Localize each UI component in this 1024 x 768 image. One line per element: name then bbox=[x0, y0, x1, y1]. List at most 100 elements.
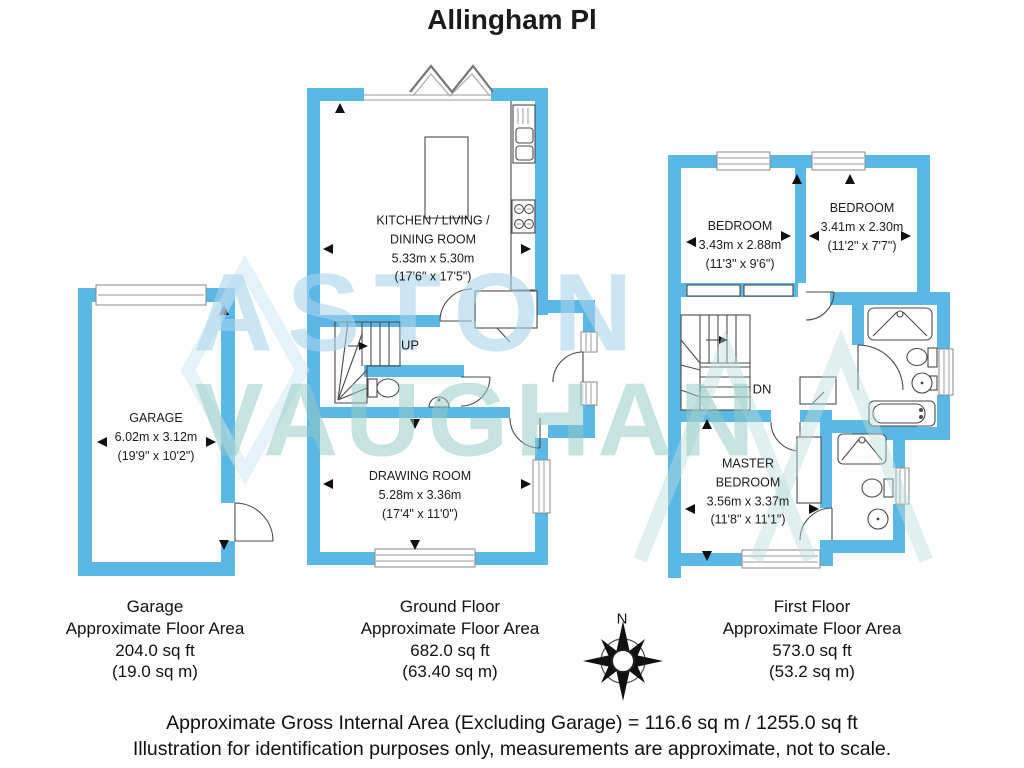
dim-arrow bbox=[219, 540, 229, 550]
bifold-door-zigzag bbox=[364, 64, 494, 101]
garage-side-door-arc bbox=[220, 502, 274, 542]
front-door-arc bbox=[552, 351, 584, 383]
ensuite-basin bbox=[867, 508, 889, 530]
room-dims-metric: 3.41m x 2.30m bbox=[820, 219, 904, 234]
room-name: BEDROOM bbox=[829, 200, 895, 215]
dim-arrow bbox=[809, 231, 819, 241]
room-dims-imperial: (11'8" x 11'1") bbox=[710, 512, 786, 527]
kitchen-sink bbox=[512, 104, 536, 164]
entrance-porch bbox=[474, 290, 538, 343]
dim-arrow bbox=[323, 244, 333, 254]
room-name: DRAWING ROOM bbox=[368, 468, 472, 483]
compass-rose-icon bbox=[583, 621, 663, 701]
area-sqm: (53.2 sq m) bbox=[769, 662, 855, 682]
master-wardrobe bbox=[796, 436, 822, 504]
window bbox=[716, 151, 771, 171]
dim-arrow bbox=[521, 479, 531, 489]
dim-arrow bbox=[792, 174, 802, 184]
gross-internal-area-text: Approximate Gross Internal Area (Excludi… bbox=[166, 712, 858, 734]
bathroom-door-arc bbox=[857, 344, 904, 391]
window bbox=[532, 459, 551, 514]
dim-arrow bbox=[781, 231, 791, 241]
room-dims-imperial: (11'2" x 7'7") bbox=[827, 238, 897, 253]
room-dims-metric: 5.28m x 3.36m bbox=[378, 487, 462, 502]
shower bbox=[867, 307, 933, 341]
garage-door bbox=[95, 284, 207, 306]
kitchen-island bbox=[424, 136, 469, 219]
window bbox=[811, 151, 866, 171]
area-summary-garage: Garage Approximate Floor Area 204.0 sq f… bbox=[66, 596, 245, 683]
room-dims-imperial: (17'4" x 11'0") bbox=[382, 506, 458, 521]
room-label-garage: GARAGE 6.02m x 3.12m (19'9" x 10'2") bbox=[115, 409, 198, 465]
room-dims-imperial: (17'6" x 17'5") bbox=[394, 269, 472, 284]
ensuite-shower bbox=[837, 433, 887, 465]
room-dims-metric: 3.43m x 2.88m bbox=[698, 237, 782, 252]
basin bbox=[911, 372, 938, 394]
dim-arrow bbox=[97, 437, 107, 447]
bedroom2-door-arc bbox=[805, 291, 835, 321]
area-sqm: (63.40 sq m) bbox=[402, 662, 498, 682]
room-dims-imperial: (19'9" x 10'2") bbox=[117, 448, 195, 463]
first-floor-plan bbox=[668, 151, 954, 578]
dim-arrow bbox=[410, 540, 420, 550]
room-name: BEDROOM bbox=[707, 218, 773, 233]
hob bbox=[511, 199, 536, 234]
area-label: Approximate Floor Area bbox=[65, 618, 245, 638]
kitchen-door-arc bbox=[439, 288, 473, 322]
window bbox=[580, 381, 598, 406]
room-dims-metric: 3.56m x 3.37m bbox=[706, 494, 790, 508]
room-label-kitchen: KITCHEN / LIVING / DINING ROOM 5.33m x 5… bbox=[376, 212, 489, 287]
area-name: Garage bbox=[126, 597, 184, 616]
staircase-down bbox=[680, 314, 751, 411]
area-name: First Floor bbox=[773, 597, 851, 616]
dim-arrow bbox=[335, 103, 345, 113]
dim-arrow bbox=[685, 504, 695, 514]
area-summary-ground-floor: Ground Floor Approximate Floor Area 682.… bbox=[361, 596, 540, 683]
wardrobe bbox=[686, 284, 794, 297]
page-title: Allingham Pl bbox=[427, 4, 597, 35]
dim-arrow bbox=[206, 437, 216, 447]
dim-arrow bbox=[702, 419, 712, 429]
dim-arrow bbox=[686, 237, 696, 247]
airing-cupboard bbox=[799, 376, 837, 405]
basin bbox=[428, 396, 450, 408]
window bbox=[580, 331, 598, 353]
stairs-down-label: DN bbox=[752, 381, 772, 397]
room-dims-imperial: (11'3" x 9'6") bbox=[705, 256, 775, 271]
staircase-up bbox=[334, 321, 401, 404]
area-label: Approximate Floor Area bbox=[360, 618, 540, 638]
area-sqft: 204.0 sq ft bbox=[115, 640, 195, 660]
dim-arrow bbox=[521, 244, 531, 254]
room-dims-metric: 5.33m x 5.30m bbox=[391, 251, 475, 265]
dim-arrow bbox=[901, 231, 911, 241]
area-sqft: 682.0 sq ft bbox=[410, 640, 490, 660]
room-label-bedroom1: BEDROOM 3.43m x 2.88m (11'3" x 9'6") bbox=[699, 217, 782, 273]
area-sqm: (19.0 sq m) bbox=[112, 662, 198, 682]
room-label-drawing-room: DRAWING ROOM 5.28m x 3.36m (17'4" x 11'0… bbox=[369, 467, 471, 523]
area-name: Ground Floor bbox=[399, 597, 501, 616]
drawing-room-door-arc bbox=[509, 417, 541, 449]
dim-arrow bbox=[809, 504, 819, 514]
ground-floor-plan bbox=[307, 64, 598, 568]
stairs-up-label: UP bbox=[400, 337, 420, 353]
area-label: Approximate Floor Area bbox=[722, 618, 902, 638]
toilet bbox=[906, 347, 938, 368]
room-name: MASTER bbox=[721, 456, 775, 471]
area-summary-first-floor: First Floor Approximate Floor Area 573.0… bbox=[723, 596, 902, 683]
window bbox=[895, 467, 910, 505]
master-door-arc bbox=[770, 421, 801, 452]
window bbox=[741, 549, 821, 569]
ensuite-door-arc bbox=[799, 507, 833, 541]
dim-arrow bbox=[702, 551, 712, 561]
dim-arrow bbox=[845, 174, 855, 184]
dim-arrow bbox=[323, 479, 333, 489]
ensuite-toilet bbox=[861, 478, 894, 498]
dim-arrow bbox=[410, 419, 420, 429]
window bbox=[374, 548, 476, 568]
wc-door-arc bbox=[460, 376, 491, 407]
room-name: BEDROOM bbox=[715, 475, 781, 490]
bathtub bbox=[868, 400, 936, 427]
window bbox=[938, 348, 954, 396]
